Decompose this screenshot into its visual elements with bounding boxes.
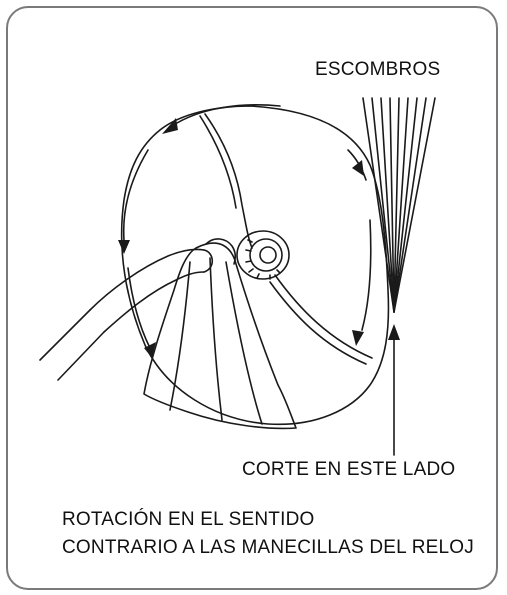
rotation-arc-right-lower [361,219,372,331]
guard-shape [143,242,297,430]
rotation-arc-left [122,149,149,241]
debris-line [371,97,395,313]
shaft-tube-top [39,309,91,361]
arrowhead-lower-left [144,342,156,358]
debris-line [393,97,436,313]
debris-line [362,97,395,313]
blade-edge-upper-inner [199,115,237,209]
hub-inner [259,246,277,264]
hub-middle [249,238,283,272]
hub-outer [236,230,290,280]
debris-line [389,97,395,313]
arrowhead-right-upper [352,160,364,176]
rotation-arc-top [171,104,281,127]
debris-line [393,97,400,313]
rotation-arc-lower-left [127,267,151,349]
arrowhead-cut-pointer [388,324,400,340]
arrowhead-left-down [118,240,130,254]
shaft-bottom [103,271,205,333]
debris-line [393,97,418,313]
shaft-tube-bottom [57,331,105,381]
guard-fold-2 [209,257,223,421]
blade-disc-outline [120,105,390,426]
hub-ridges [245,239,281,280]
arrowhead-right-lower [352,330,364,346]
guard-rim [205,238,237,265]
shaft-cap [203,249,214,273]
cut-side-label: CORTE EN ESTE LADO [242,459,456,480]
guard-fold-1 [169,261,191,411]
arrowhead-top-left [162,118,178,134]
debris-line [393,97,427,313]
rotation-label-line1: ROTACIÓN EN EL SENTIDO [62,509,315,530]
rotation-label-line2: CONTRARIO A LAS MANECILLAS DEL RELOJ [62,537,474,558]
blade-edge-upper [204,113,253,249]
debris-label: ESCOMBROS [315,59,441,80]
shaft-top [89,248,205,311]
diagram-frame [6,6,498,590]
guard-fold-3 [225,261,263,425]
debris-line [393,97,409,313]
debris-line [380,97,395,313]
blade-edge-lower [274,274,373,359]
blade-edge-lower-inner [269,281,367,365]
